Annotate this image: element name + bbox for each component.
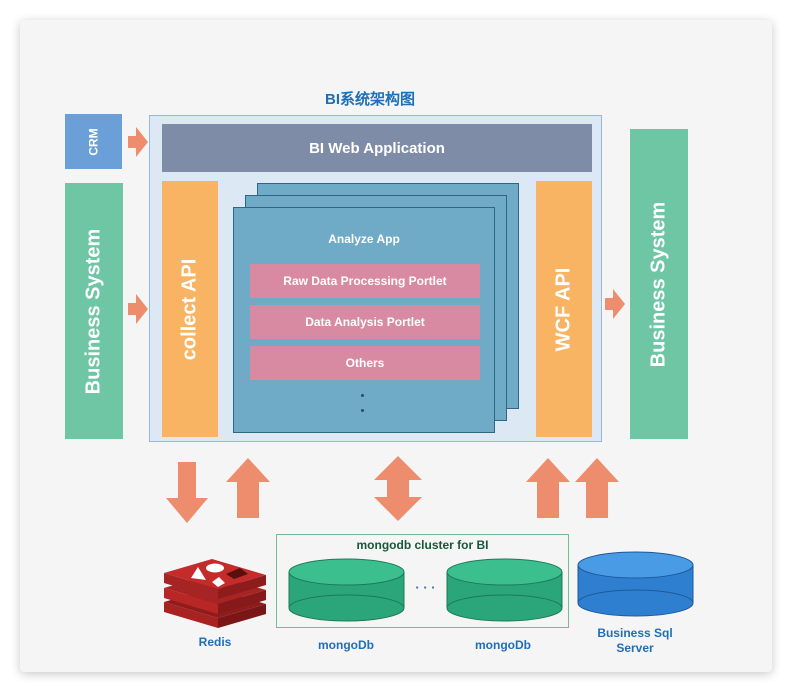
arrow-down-icon bbox=[166, 462, 208, 523]
arrow-up-icon bbox=[575, 458, 619, 518]
arrow-up-icon bbox=[226, 458, 270, 518]
portlet-label: Raw Data Processing Portlet bbox=[283, 274, 447, 288]
database-icon bbox=[446, 558, 563, 622]
arrow-right-icon bbox=[605, 289, 625, 319]
portlet-label: Data Analysis Portlet bbox=[305, 315, 425, 329]
portlet-label: Others bbox=[345, 356, 385, 370]
continuation-dot bbox=[361, 409, 364, 412]
business-system-right: Business System bbox=[630, 129, 688, 439]
mongodb-cluster-box bbox=[276, 534, 569, 628]
data-analysis-portlet: Data Analysis Portlet bbox=[250, 305, 480, 339]
bi-web-application: BI Web Application bbox=[162, 124, 592, 172]
crm-box: CRM bbox=[65, 114, 122, 169]
others-portlet: Others bbox=[250, 346, 480, 380]
business-system-left: Business System bbox=[65, 183, 123, 439]
sql-server-label-line2: Server bbox=[616, 641, 654, 655]
mongodb-left-label: mongoDb bbox=[318, 638, 374, 652]
arrow-up-icon bbox=[526, 458, 570, 518]
mongodb-cluster-label: mongodb cluster for BI bbox=[356, 538, 489, 552]
sql-server-label-line1: Business Sql bbox=[597, 626, 673, 640]
raw-data-processing-portlet: Raw Data Processing Portlet bbox=[250, 264, 480, 298]
arrow-right-icon bbox=[128, 127, 148, 157]
database-icon bbox=[288, 558, 405, 622]
redis-label: Redis bbox=[198, 635, 232, 649]
wcf-api: WCF API bbox=[536, 181, 592, 437]
mongodb-right-label: mongoDb bbox=[475, 638, 531, 652]
analyze-app-label: Analyze App bbox=[328, 232, 400, 246]
diagram-title: BI系统架构图 bbox=[324, 91, 415, 108]
collect-api: collect API bbox=[162, 181, 218, 437]
sql-server-icon bbox=[577, 551, 694, 617]
continuation-dot bbox=[361, 394, 364, 397]
redis-icon bbox=[164, 559, 266, 628]
arrow-right-icon bbox=[128, 294, 148, 324]
arrow-bidirectional-icon bbox=[374, 456, 422, 521]
cluster-ellipsis: · · · bbox=[415, 580, 436, 595]
bi-web-application-label: BI Web Application bbox=[309, 139, 445, 157]
